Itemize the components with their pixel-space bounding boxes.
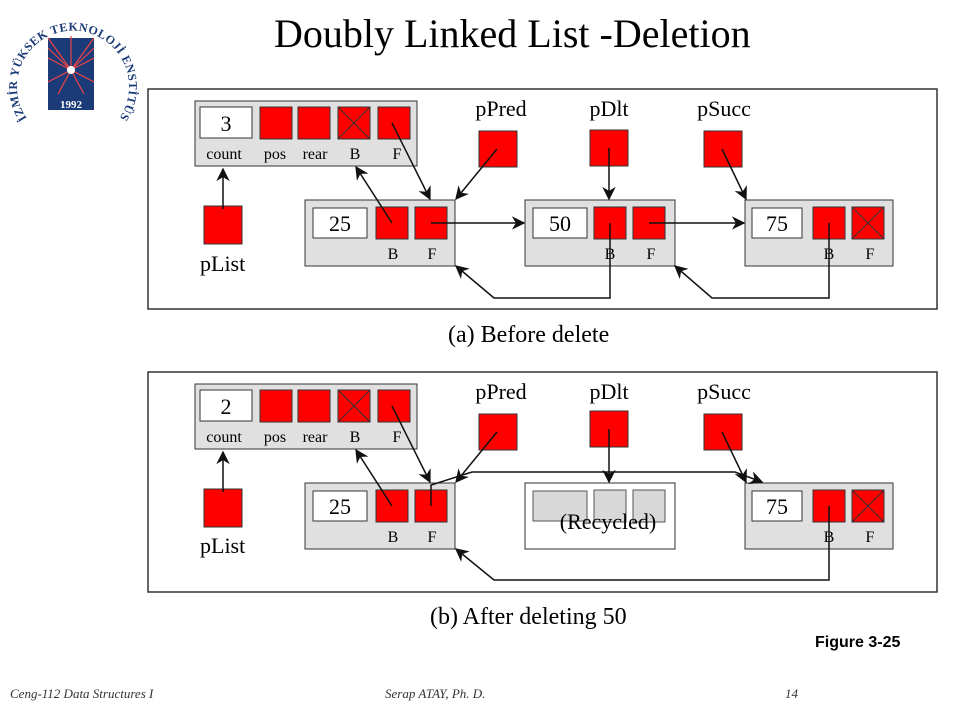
label-rear: rear — [303, 429, 329, 446]
recycled-b-field — [593, 489, 627, 523]
count-value: 2 — [221, 394, 232, 419]
node-data-box — [751, 207, 803, 239]
logo-year: 1992 — [60, 99, 83, 111]
label-pos: pos — [264, 146, 286, 163]
pdlt-label: pDlt — [589, 96, 628, 121]
plist-label: pList — [200, 533, 245, 558]
node-label-f: F — [866, 529, 875, 546]
node-label-b: B — [388, 529, 399, 546]
count-box — [199, 106, 253, 139]
label-b: B — [350, 429, 361, 446]
panel-after-delete: 2 count pos rear B F pList pPred pDlt pS… — [147, 371, 938, 593]
node-label-f: F — [647, 246, 656, 263]
node-b-field — [375, 489, 409, 523]
node-value: 50 — [549, 211, 571, 236]
figure-label: Figure 3-25 — [815, 634, 901, 651]
node-data-box — [312, 207, 368, 239]
recycled-f-field — [632, 489, 666, 523]
rear-field — [297, 106, 331, 140]
footer-course: Ceng-112 Data Structures I — [10, 686, 154, 701]
label-count: count — [206, 146, 242, 163]
node-label-b: B — [388, 246, 399, 263]
plist-pointer — [203, 205, 243, 245]
null-cross-icon — [851, 206, 885, 240]
count-box — [199, 389, 253, 422]
count-value: 3 — [221, 111, 232, 136]
slide-title: Doubly Linked List -Deletion — [274, 11, 751, 56]
psucc-pointer — [703, 413, 743, 451]
caption-before: (a) Before delete — [448, 322, 609, 348]
null-cross-icon — [851, 489, 885, 523]
footer-author: Serap ATAY, Ph. D. — [385, 686, 486, 701]
head-f-field — [377, 389, 411, 423]
label-rear: rear — [303, 146, 329, 163]
pdlt-label: pDlt — [589, 379, 628, 404]
recycled-label: (Recycled) — [560, 509, 657, 534]
ppred-label: pPred — [475, 96, 526, 121]
node-label-f: F — [866, 246, 875, 263]
psucc-label: pSucc — [697, 379, 751, 404]
node-value: 75 — [766, 211, 788, 236]
psucc-pointer — [703, 130, 743, 168]
node-data-box — [751, 490, 803, 522]
pos-field — [259, 106, 293, 140]
caption-after: (b) After deleting 50 — [430, 604, 627, 630]
plist-label: pList — [200, 251, 245, 276]
node-value: 25 — [329, 211, 351, 236]
pos-field — [259, 389, 293, 423]
footer-page-number: 14 — [785, 686, 798, 701]
iyte-logo: İZMİR YÜKSEK TEKNOLOJİ ENSTİTÜSÜ 1992 — [6, 2, 140, 124]
label-pos: pos — [264, 429, 286, 446]
arrows-after — [216, 405, 830, 581]
recycled-data-box — [532, 490, 588, 522]
arrows-before — [216, 122, 830, 299]
label-f: F — [393, 146, 402, 163]
ppred-label: pPred — [475, 379, 526, 404]
psucc-label: pSucc — [697, 96, 751, 121]
ppred-pointer — [478, 130, 518, 168]
null-cross-icon — [337, 106, 371, 140]
node-value: 75 — [766, 494, 788, 519]
node-label-f: F — [428, 246, 437, 263]
head-f-field — [377, 106, 411, 140]
null-cross-icon — [337, 389, 371, 423]
rear-field — [297, 389, 331, 423]
plist-pointer — [203, 488, 243, 528]
logo-center — [67, 66, 75, 74]
label-b: B — [350, 146, 361, 163]
node-label-f: F — [428, 529, 437, 546]
node-value: 25 — [329, 494, 351, 519]
label-count: count — [206, 429, 242, 446]
ppred-pointer — [478, 413, 518, 451]
logo-sunburst — [47, 36, 95, 95]
panel-before-delete: 3 count pos rear B F pList pPred pDlt pS… — [147, 88, 938, 310]
label-f: F — [393, 429, 402, 446]
node-data-box — [312, 490, 368, 522]
node-data-box — [532, 207, 588, 239]
